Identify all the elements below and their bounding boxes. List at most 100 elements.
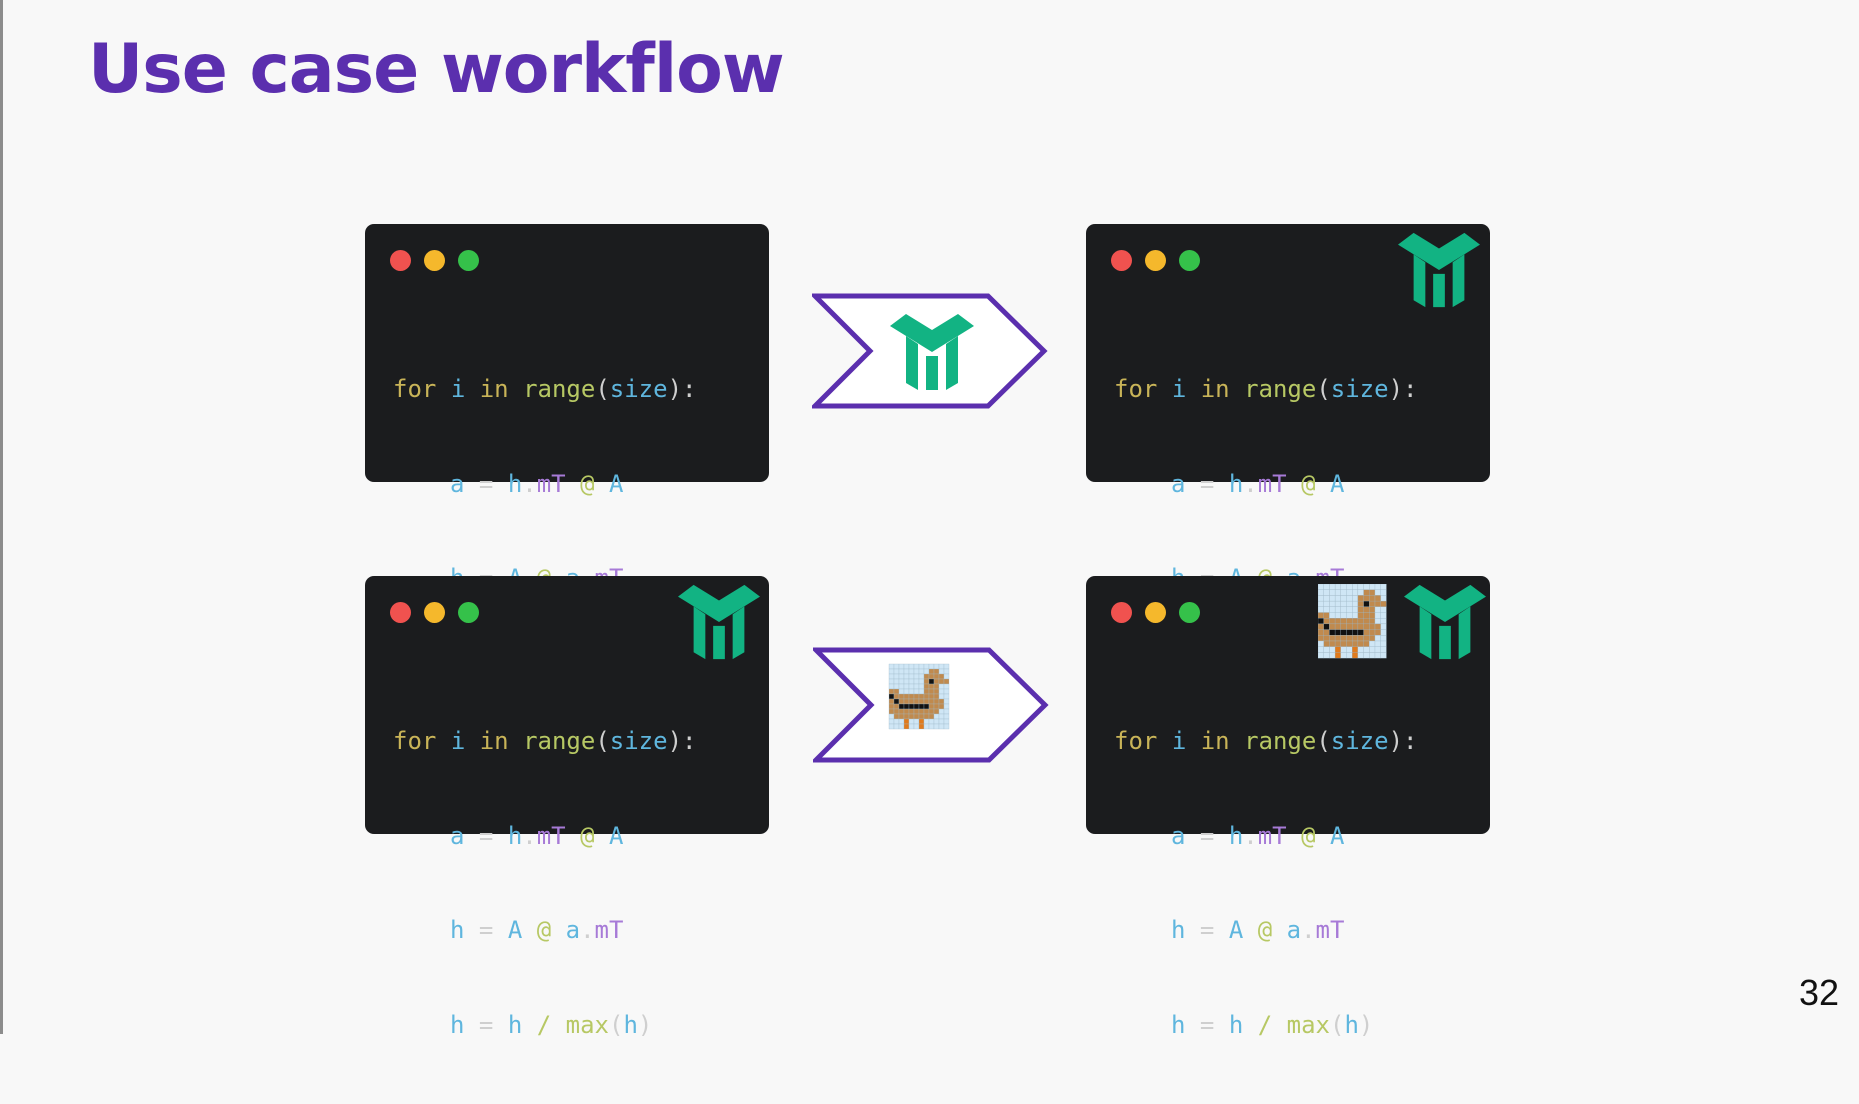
duck-pixel: [1334, 584, 1341, 590]
duck-pixel: [943, 663, 950, 670]
duck-pixel: [898, 698, 905, 705]
minimize-dot: [424, 250, 445, 271]
duck-pixel: [1323, 640, 1330, 647]
maximize-dot: [458, 602, 479, 623]
duck-pixel: [1369, 623, 1376, 630]
duck-pixel: [1380, 584, 1387, 590]
duck-pixel: [1318, 584, 1324, 590]
duck-pixel: [898, 663, 905, 670]
duck-pixel: [923, 663, 930, 670]
duck-pixel: [1363, 618, 1370, 625]
duck-pixel: [1318, 589, 1324, 596]
duck-pixel: [938, 718, 945, 725]
duck-pixel: [1352, 606, 1359, 613]
duck-pixel: [903, 723, 910, 730]
duck-pixel: [1352, 612, 1359, 619]
code-line-2: a = h.mT @ A: [450, 821, 624, 850]
duck-pixel: [933, 678, 940, 685]
duck-pixel: [1357, 606, 1364, 613]
duck-pixel: [888, 693, 895, 700]
duck-pixel: [1374, 635, 1381, 642]
duck-pixel: [918, 678, 925, 685]
duck-pixel: [1363, 584, 1370, 590]
duck-pixel: [908, 713, 915, 720]
duck-pixel: [923, 683, 930, 690]
duck-pixel: [893, 673, 900, 680]
duck-pixel: [923, 708, 930, 715]
duck-pixel: [1334, 606, 1341, 613]
duck-pixel: [1323, 595, 1330, 602]
duck-pixel: [913, 708, 920, 715]
duck-pixel: [933, 718, 940, 725]
duck-pixel: [928, 663, 935, 670]
duck-pixel: [1369, 629, 1376, 636]
duck-pixel: [918, 688, 925, 695]
duck-pixel: [1318, 652, 1324, 659]
duck-pixel: [1318, 623, 1324, 630]
duck-pixel: [1323, 629, 1330, 636]
duck-pixel: [1340, 635, 1347, 642]
duck-pixel: [1357, 640, 1364, 647]
duck-pixel: [908, 678, 915, 685]
duck-pixel: [898, 718, 905, 725]
duck-pixel: [1369, 618, 1376, 625]
duck-pixel: [918, 668, 925, 675]
pixel-duck-image: [888, 663, 950, 730]
duck-pixel: [903, 693, 910, 700]
duck-pixel: [928, 723, 935, 730]
duck-pixel: [918, 663, 925, 670]
duck-pixel: [1346, 635, 1353, 642]
code-line-3: h = A @ a.mT: [1171, 916, 1345, 944]
duck-pixel: [1352, 646, 1359, 653]
duck-pixel: [933, 708, 940, 715]
duck-pixel: [1318, 635, 1324, 642]
duck-pixel: [1334, 635, 1341, 642]
duck-pixel: [1369, 652, 1376, 659]
duck-pixel: [913, 703, 920, 710]
duck-pixel: [903, 713, 910, 720]
duck-pixel: [888, 678, 895, 685]
duck-pixel: [1357, 612, 1364, 619]
duck-pixel: [898, 713, 905, 720]
duck-pixel: [1334, 640, 1341, 647]
duck-pixel: [1340, 618, 1347, 625]
duck-pixel: [933, 698, 940, 705]
duck-pixel: [1323, 646, 1330, 653]
duck-pixel: [888, 668, 895, 675]
duck-pixel: [1380, 635, 1387, 642]
duck-pixel: [1352, 618, 1359, 625]
duck-pixel: [1374, 652, 1381, 659]
duck-pixel: [1334, 589, 1341, 596]
duck-pixel: [908, 673, 915, 680]
duck-pixel: [1329, 623, 1336, 630]
duck-pixel: [908, 688, 915, 695]
duck-pixel: [1380, 652, 1387, 659]
duck-pixel: [898, 683, 905, 690]
duck-pixel: [1340, 584, 1347, 590]
duck-pixel: [933, 673, 940, 680]
duck-pixel: [923, 678, 930, 685]
duck-pixel: [943, 698, 950, 705]
duck-pixel: [928, 693, 935, 700]
duck-pixel: [923, 703, 930, 710]
duck-pixel: [1340, 640, 1347, 647]
duck-pixel: [1340, 595, 1347, 602]
duck-pixel: [918, 693, 925, 700]
duck-pixel: [1352, 635, 1359, 642]
duck-pixel: [1374, 584, 1381, 590]
duck-pixel: [1357, 595, 1364, 602]
duck-pixel: [913, 693, 920, 700]
duck-pixel: [888, 713, 895, 720]
duck-pixel: [933, 713, 940, 720]
duck-pixel: [908, 703, 915, 710]
close-dot: [390, 602, 411, 623]
duck-pixel: [1369, 606, 1376, 613]
duck-pixel: [893, 663, 900, 670]
duck-pixel: [1352, 600, 1359, 607]
duck-pixel: [943, 673, 950, 680]
code-line-2: a = h.mT @ A: [1171, 821, 1345, 850]
duck-pixel: [1323, 618, 1330, 625]
maximize-dot: [1179, 250, 1200, 271]
duck-pixel: [918, 683, 925, 690]
duck-pixel: [1352, 640, 1359, 647]
